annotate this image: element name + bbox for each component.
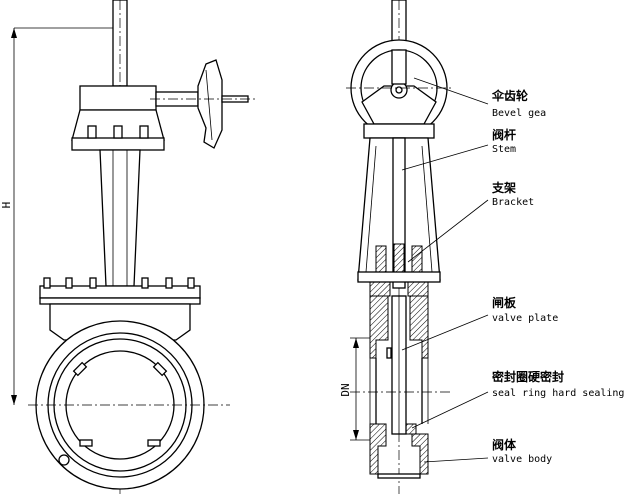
- leader-valve-plate: [401, 314, 489, 351]
- body-bolt-hole: [58, 454, 70, 466]
- label-seal-ring-en: seal ring hard sealing: [492, 388, 624, 399]
- label-seal-ring-cn: 密封圈硬密封: [492, 369, 564, 384]
- flange-bolt-6: [187, 277, 195, 289]
- leader-lines: [401, 77, 489, 463]
- body-section-lower-r: [411, 433, 429, 475]
- body-flange: [39, 285, 201, 299]
- body-section-upper-r: [409, 295, 429, 359]
- gearbox-bolt-1: [87, 125, 97, 139]
- flange-bolt-2: [65, 277, 73, 289]
- label-valve-plate-cn: 闸板: [492, 295, 517, 310]
- label-valve-body-cn: 阀体: [492, 437, 517, 452]
- handwheel: [197, 59, 223, 149]
- valve-plate-mark: [386, 347, 392, 359]
- body-top-l: [369, 281, 391, 297]
- handwheel-rim-line: [205, 69, 213, 141]
- flange-bolt-5: [165, 277, 173, 289]
- gearbox-top: [79, 85, 157, 111]
- bracket-nut-r: [411, 245, 423, 275]
- gearbox-bolt-3: [139, 125, 149, 139]
- leader-bevel-gear: [413, 77, 489, 105]
- label-stem-cn: 阀杆: [492, 127, 516, 142]
- label-valve-plate-en: valve plate: [492, 313, 558, 324]
- bore-lug-2: [152, 361, 168, 377]
- body-bottom: [377, 473, 421, 479]
- label-valve-body-en: valve body: [492, 454, 552, 465]
- bracket-nut-l: [375, 245, 387, 275]
- side-gear-base: [363, 123, 435, 139]
- flange-bolt-3: [89, 277, 97, 289]
- side-bracket-inner-r: [421, 145, 433, 273]
- gear-stem-section: [391, 49, 407, 85]
- dn-dim-label: DN: [339, 383, 352, 396]
- flange-bolt-1: [43, 277, 51, 289]
- h-dim-label: H: [0, 202, 13, 209]
- leader-bracket: [407, 199, 489, 263]
- h-dim-arrow-top: [11, 28, 17, 38]
- leader-stem: [401, 144, 489, 171]
- gearbox-flange: [71, 137, 165, 151]
- body-section-lower-l: [369, 423, 387, 475]
- leader-valve-body: [423, 457, 489, 463]
- flange-bolt-4: [141, 277, 149, 289]
- label-bracket-cn: 支架: [491, 180, 516, 195]
- bracket: [99, 149, 141, 287]
- dn-arrow-top: [353, 338, 359, 348]
- gearbox-bolt-2: [113, 125, 123, 139]
- front-view: H: [0, 0, 258, 494]
- seal-ring: [405, 423, 417, 435]
- body-top-r: [407, 281, 429, 297]
- body-section-upper-l: [369, 295, 389, 359]
- label-bevel-gear-cn: 伞齿轮: [491, 88, 529, 103]
- label-bracket-en: Bracket: [492, 197, 534, 208]
- callout-labels: 伞齿轮 Bevel gea 阀杆 Stem 支架 Bracket 闸板 valv…: [491, 88, 624, 465]
- side-view: DN: [339, 0, 452, 494]
- bracket-foot: [357, 271, 441, 283]
- side-bracket-inner-l: [365, 145, 377, 273]
- dn-arrow-bottom: [353, 430, 359, 440]
- label-bevel-gear-en: Bevel gea: [492, 108, 546, 119]
- h-dim-arrow-bottom: [11, 395, 17, 405]
- bore-lug-4: [147, 439, 161, 447]
- bore-lug-3: [79, 439, 93, 447]
- gear-hub-bore: [395, 86, 403, 94]
- label-stem-en: Stem: [492, 144, 516, 155]
- bore-lug-1: [72, 361, 88, 377]
- leader-seal-ring: [411, 391, 489, 429]
- body-flange-lower: [39, 297, 201, 305]
